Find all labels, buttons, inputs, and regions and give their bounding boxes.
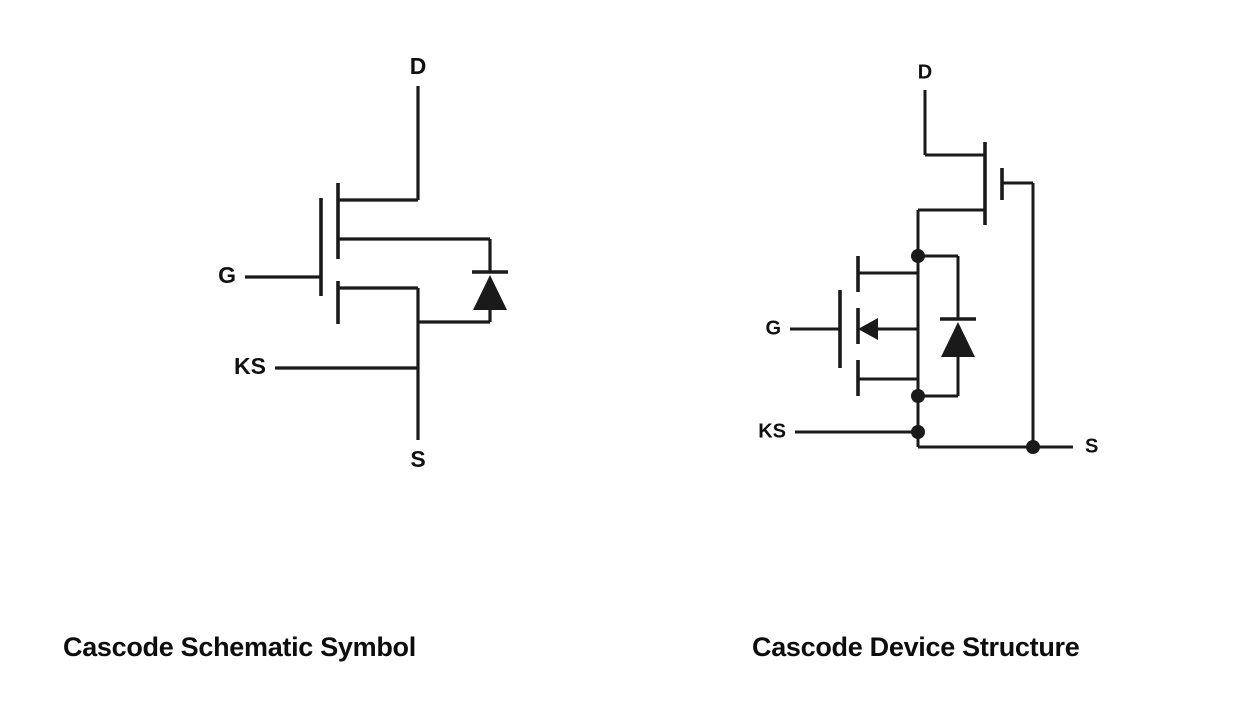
right-terminal-label-gate: G [765, 317, 781, 339]
right-junction-dot-upper [911, 249, 925, 263]
right-junction-dot-lower [911, 389, 925, 403]
right-junction-dot-kelvin-source [911, 425, 925, 439]
left-terminal-label-drain: D [410, 53, 427, 79]
right-terminal-label-drain: D [918, 61, 932, 83]
left-terminal-label-source: S [410, 446, 425, 472]
right-terminal-label-source: S [1085, 435, 1098, 457]
caption-cascode-schematic-symbol: Cascode Schematic Symbol [63, 632, 416, 662]
caption-cascode-device-structure: Cascode Device Structure [752, 632, 1080, 662]
right-mosfet-body-arrow-icon [858, 318, 878, 340]
body-diode-anode-triangle-icon [473, 275, 507, 310]
left-terminal-label-kelvin-source: KS [234, 353, 266, 379]
right-cascode-structure: D G KS S [758, 61, 1098, 457]
right-terminal-label-kelvin-source: KS [758, 420, 786, 442]
left-cascode-symbol: D G KS S [218, 53, 508, 472]
left-terminal-label-gate: G [218, 262, 236, 288]
right-junction-dot-source [1026, 440, 1040, 454]
right-body-diode-anode-triangle-icon [941, 322, 975, 357]
